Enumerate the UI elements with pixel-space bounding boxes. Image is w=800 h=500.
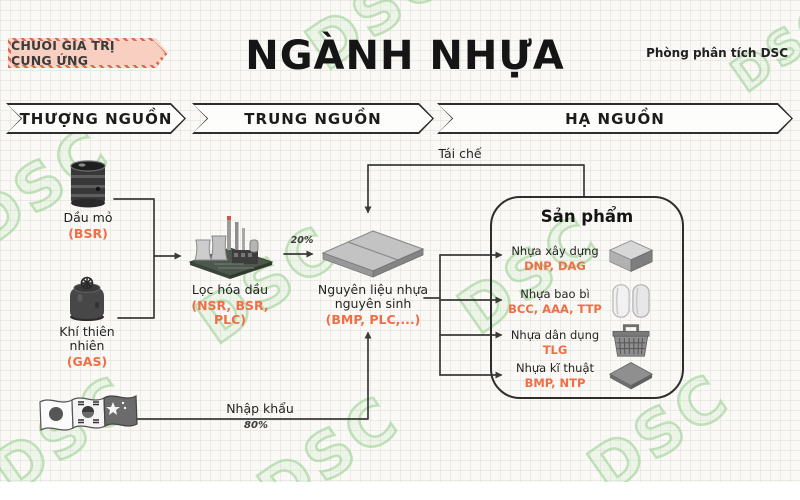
recycle-label: Tái chế <box>438 146 482 161</box>
product-name: Nhựa bao bì <box>520 287 590 301</box>
stage-downstream-label: HẠ NGUỒN <box>439 105 791 132</box>
stage-midstream-label: TRUNG NGUỒN <box>194 105 432 132</box>
analysis-department-label: Phòng phân tích DSC <box>646 46 788 60</box>
resin-slab-icon <box>310 226 436 280</box>
packaging-rolls-icon <box>604 282 658 320</box>
product-technical-plastic: Nhựa kĩ thuật BMP, NTP <box>496 361 614 390</box>
virgin-resin-ticker: (BMP, PLC,...) <box>325 312 421 327</box>
basket-icon <box>604 320 658 360</box>
supply-chain-ribbon: CHUỖI GIÁ TRỊ CUNG ỨNG <box>8 38 168 68</box>
product-name: Nhựa dân dụng <box>510 328 600 342</box>
import-share-label: 80% <box>244 420 268 431</box>
page-title: NGÀNH NHỰA <box>245 33 565 79</box>
refinery-share-label: 20% <box>290 235 314 246</box>
virgin-resin-label-line2: nguyên sinh <box>334 296 412 311</box>
node-crude-oil: Dầu mỏ (BSR) <box>48 158 128 241</box>
product-construction-plastic: Nhựa xây dựng DNP, DAG <box>496 244 614 273</box>
virgin-resin-label-line1: Nguyên liệu nhựa <box>317 282 429 297</box>
dsc-watermark: DSC <box>244 379 414 500</box>
product-name: Nhựa kĩ thuật <box>515 361 595 375</box>
stage-upstream-label: THƯỢNG NGUỒN <box>8 105 184 132</box>
product-packaging-plastic: Nhựa bao bì BCC, AAA, TTP <box>496 287 614 316</box>
supply-chain-ribbon-label: CHUỖI GIÁ TRỊ CUNG ỨNG <box>11 41 165 65</box>
product-household-plastic: Nhựa dân dụng TLG <box>496 328 614 357</box>
product-tickers: BCC, AAA, TTP <box>508 302 602 316</box>
oil-barrel-icon <box>48 158 128 208</box>
product-tickers: TLG <box>542 343 568 357</box>
crude-oil-ticker: (BSR) <box>68 226 108 241</box>
gas-tank-icon <box>42 276 132 322</box>
stage-midstream: TRUNG NGUỒN <box>192 103 434 134</box>
node-refinery: Lọc hóa dầu (NSR, BSR, PLC) <box>176 214 284 327</box>
product-tickers: BMP, NTP <box>524 376 586 390</box>
node-virgin-resin: Nguyên liệu nhựa nguyên sinh (BMP, PLC,.… <box>310 226 436 327</box>
brick-block-icon <box>604 236 658 276</box>
refinery-plant-icon <box>176 214 284 280</box>
node-natural-gas: Khí thiên nhiên (GAS) <box>42 276 132 369</box>
natural-gas-ticker: (GAS) <box>66 354 108 369</box>
products-title: Sản phẩm <box>540 207 634 226</box>
refinery-ticker: (NSR, BSR, PLC) <box>191 298 269 327</box>
natural-gas-label: Khí thiên nhiên <box>59 324 115 353</box>
product-name: Nhựa xây dựng <box>511 244 599 258</box>
japan-korea-china-flags-icon <box>34 394 144 440</box>
node-import-flags <box>34 394 144 440</box>
products-box: Sản phẩm Nhựa xây dựng DNP, DAG Nhựa bao… <box>490 196 684 399</box>
crude-oil-label: Dầu mỏ <box>63 210 113 225</box>
import-label: Nhập khẩu <box>226 401 294 416</box>
plastic-sheet-icon <box>604 360 658 392</box>
product-tickers: DNP, DAG <box>524 259 586 273</box>
stage-upstream: THƯỢNG NGUỒN <box>6 103 186 134</box>
stage-downstream: HẠ NGUỒN <box>437 103 793 134</box>
refinery-label: Lọc hóa dầu <box>191 282 269 297</box>
